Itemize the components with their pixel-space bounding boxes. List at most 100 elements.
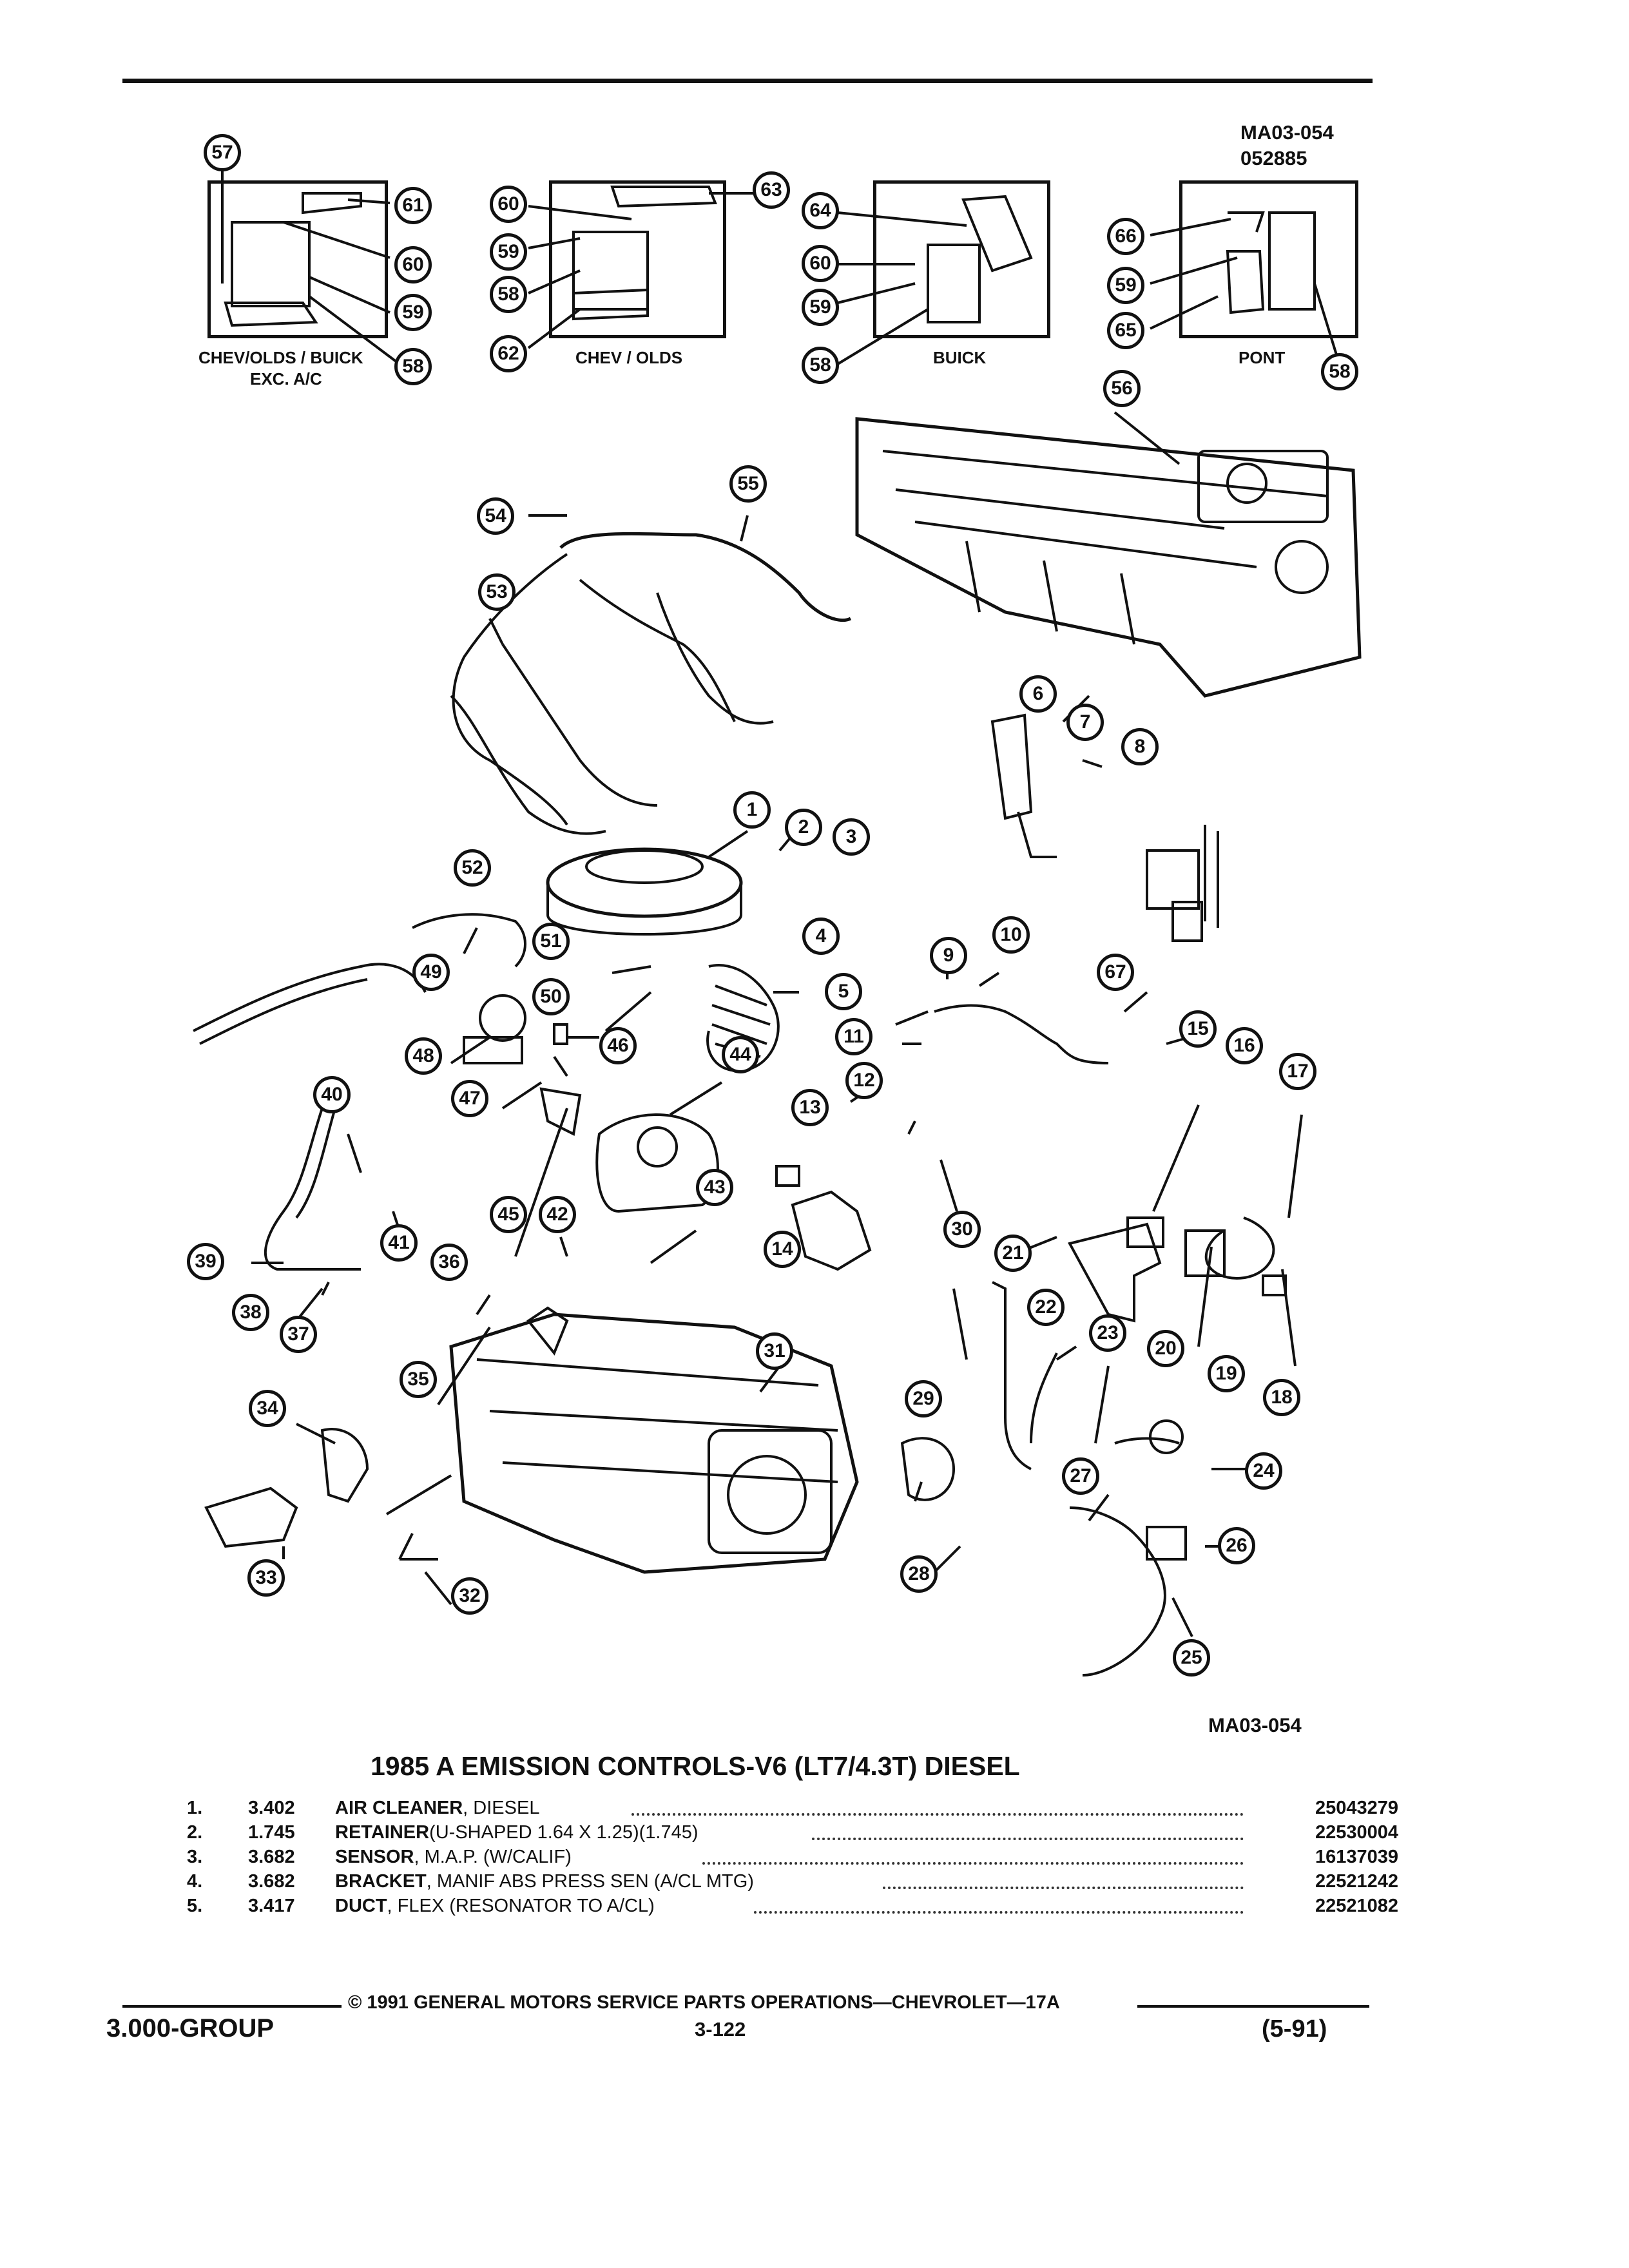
- callout-21: 21: [994, 1235, 1032, 1272]
- ref-code: MA03-054: [1240, 121, 1334, 144]
- callout-18: 18: [1263, 1379, 1300, 1416]
- callout-43: 43: [696, 1169, 733, 1206]
- footer-revision: (5-91): [1262, 2015, 1327, 2042]
- callout-54: 54: [477, 497, 514, 535]
- callout-20: 20: [1147, 1330, 1184, 1367]
- callout-13: 13: [791, 1089, 829, 1126]
- callout-37: 37: [280, 1316, 317, 1353]
- callout-66: 66: [1107, 218, 1144, 255]
- callout-34: 34: [249, 1390, 286, 1427]
- callout-63: 63: [753, 171, 790, 209]
- callout-60-inset3: 60: [802, 245, 839, 282]
- callout-6: 6: [1019, 675, 1057, 713]
- callout-59-inset4: 59: [1107, 267, 1144, 304]
- inset-label-pont: PONT: [1239, 348, 1286, 367]
- part-name: SENSOR, M.A.P. (W/CALIF): [335, 1847, 572, 1868]
- callout-51: 51: [532, 923, 570, 960]
- callout-35: 35: [400, 1361, 437, 1398]
- callout-38: 38: [232, 1294, 269, 1331]
- callout-42: 42: [539, 1196, 576, 1233]
- callout-12: 12: [845, 1062, 883, 1099]
- callout-2: 2: [785, 809, 822, 846]
- callout-45: 45: [490, 1196, 527, 1233]
- part-number-index: 5.: [187, 1896, 203, 1916]
- callout-26: 26: [1218, 1527, 1255, 1564]
- callout-60-inset1: 60: [394, 246, 432, 284]
- part-name-main: AIR CLEANER: [335, 1798, 463, 1818]
- callout-41: 41: [380, 1224, 418, 1262]
- callout-1: 1: [733, 791, 771, 829]
- callout-30: 30: [943, 1211, 981, 1248]
- part-name-main: BRACKET: [335, 1871, 427, 1892]
- callout-23: 23: [1089, 1314, 1126, 1352]
- part-group: 1.745: [248, 1822, 295, 1843]
- part-name-main: RETAINER: [335, 1822, 430, 1843]
- callout-28: 28: [900, 1555, 938, 1593]
- figure-code: MA03-054: [1208, 1714, 1302, 1736]
- part-desc: , DIESEL: [463, 1798, 540, 1818]
- leader-dots: [631, 1813, 1244, 1816]
- callout-57: 57: [204, 134, 241, 171]
- callout-40: 40: [313, 1076, 351, 1113]
- part-name: BRACKET, MANIF ABS PRESS SEN (A/CL MTG): [335, 1871, 754, 1892]
- footer-group: 3.000-GROUP: [106, 2014, 275, 2042]
- callout-58-inset1: 58: [394, 348, 432, 385]
- callout-39: 39: [187, 1243, 224, 1280]
- callout-10: 10: [992, 916, 1030, 954]
- callout-11: 11: [835, 1018, 872, 1055]
- part-number: 16137039: [1315, 1847, 1398, 1867]
- inset-pont: [1179, 180, 1358, 338]
- leader-dots: [883, 1887, 1244, 1889]
- inset-label-chev-olds: CHEV / OLDS: [575, 348, 683, 367]
- callout-29: 29: [905, 1380, 942, 1418]
- callout-61: 61: [394, 187, 432, 224]
- callout-25: 25: [1173, 1639, 1210, 1677]
- callout-7: 7: [1066, 704, 1104, 741]
- callout-32: 32: [451, 1577, 488, 1615]
- top-rule: [122, 79, 1373, 83]
- module-4: [1268, 211, 1316, 311]
- part-number-index: 4.: [187, 1871, 203, 1892]
- part-name: DUCT, FLEX (RESONATOR TO A/CL): [335, 1896, 655, 1917]
- callout-22: 22: [1027, 1289, 1065, 1326]
- part-number-index: 2.: [187, 1822, 203, 1843]
- callout-55: 55: [729, 465, 767, 503]
- footer-rule-left: [122, 2005, 342, 2008]
- part-number: 22521082: [1315, 1896, 1398, 1916]
- callout-15: 15: [1179, 1010, 1217, 1048]
- part-desc: (U-SHAPED 1.64 X 1.25)(1.745): [429, 1822, 699, 1843]
- inset-chev-olds-buick: [207, 180, 388, 338]
- callout-64: 64: [802, 192, 839, 229]
- callout-58-inset3: 58: [802, 347, 839, 384]
- inset-label-buick: BUICK: [933, 348, 987, 367]
- callout-48: 48: [405, 1037, 442, 1075]
- callout-4: 4: [802, 918, 840, 955]
- leader-dots: [754, 1911, 1244, 1914]
- callout-8: 8: [1121, 728, 1159, 765]
- part-name: AIR CLEANER, DIESEL: [335, 1798, 539, 1819]
- parts-row: 5. 3.417 DUCT, FLEX (RESONATOR TO A/CL) …: [187, 1896, 1398, 1920]
- callout-9: 9: [930, 937, 967, 974]
- parts-row: 4. 3.682 BRACKET, MANIF ABS PRESS SEN (A…: [187, 1871, 1398, 1896]
- callout-14: 14: [764, 1231, 801, 1268]
- callout-44: 44: [722, 1036, 759, 1073]
- part-desc: , FLEX (RESONATOR TO A/CL): [387, 1896, 655, 1916]
- callout-59-inset2: 59: [490, 233, 527, 271]
- inset-chev-olds: [549, 180, 726, 338]
- callout-65: 65: [1107, 312, 1144, 349]
- module-1: [231, 221, 311, 307]
- callout-62: 62: [490, 335, 527, 372]
- callout-50: 50: [532, 978, 570, 1015]
- callout-19: 19: [1208, 1355, 1245, 1392]
- callout-67: 67: [1097, 954, 1134, 991]
- callout-5: 5: [825, 973, 862, 1010]
- parts-row: 3. 3.682 SENSOR, M.A.P. (W/CALIF) 161370…: [187, 1847, 1398, 1871]
- module-3: [927, 244, 981, 323]
- callout-58-inset2: 58: [490, 276, 527, 313]
- part-desc: , M.A.P. (W/CALIF): [414, 1847, 572, 1867]
- part-number-index: 3.: [187, 1847, 203, 1867]
- part-desc: , MANIF ABS PRESS SEN (A/CL MTG): [426, 1871, 754, 1892]
- part-number: 25043279: [1315, 1798, 1398, 1818]
- callout-53: 53: [478, 573, 516, 611]
